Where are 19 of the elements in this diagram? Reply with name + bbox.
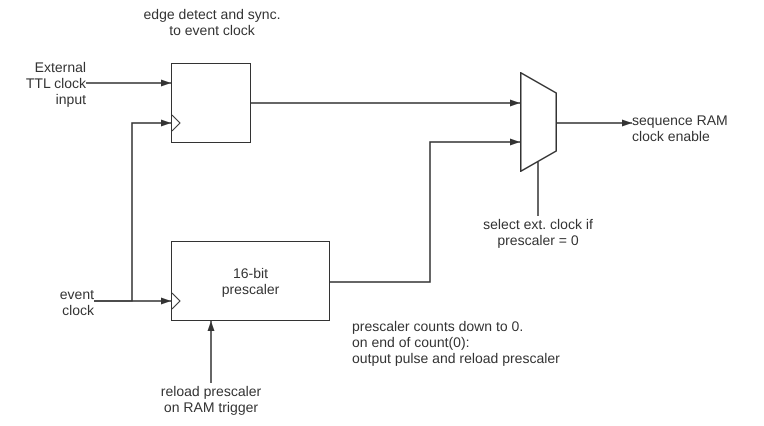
- signal-label: select ext. clock if prescaler = 0: [483, 216, 593, 248]
- arrow: [251, 100, 520, 106]
- signal-label: event clock: [60, 286, 94, 318]
- connector-line: [537, 162, 539, 216]
- note-text: output pulse and reload prescaler: [352, 350, 560, 366]
- arrow: [557, 120, 632, 126]
- arrow: [86, 80, 171, 86]
- arrow: [94, 298, 171, 304]
- note-text: prescaler counts down to 0.: [352, 318, 524, 334]
- block-heading: edge detect and sync. to event clock: [144, 6, 280, 38]
- block-label: 16-bit prescaler: [222, 265, 280, 297]
- signal-label: sequence RAM clock enable: [632, 112, 728, 144]
- arrow: [330, 138, 520, 283]
- signal-label: External TTL clock input: [26, 59, 86, 107]
- multiplexer-shape: [520, 72, 557, 172]
- signal-label: reload prescaler on RAM trigger: [160, 383, 262, 415]
- register-box: [171, 241, 330, 321]
- note-text: on end of count(0):: [352, 334, 470, 350]
- arrow: [208, 321, 214, 383]
